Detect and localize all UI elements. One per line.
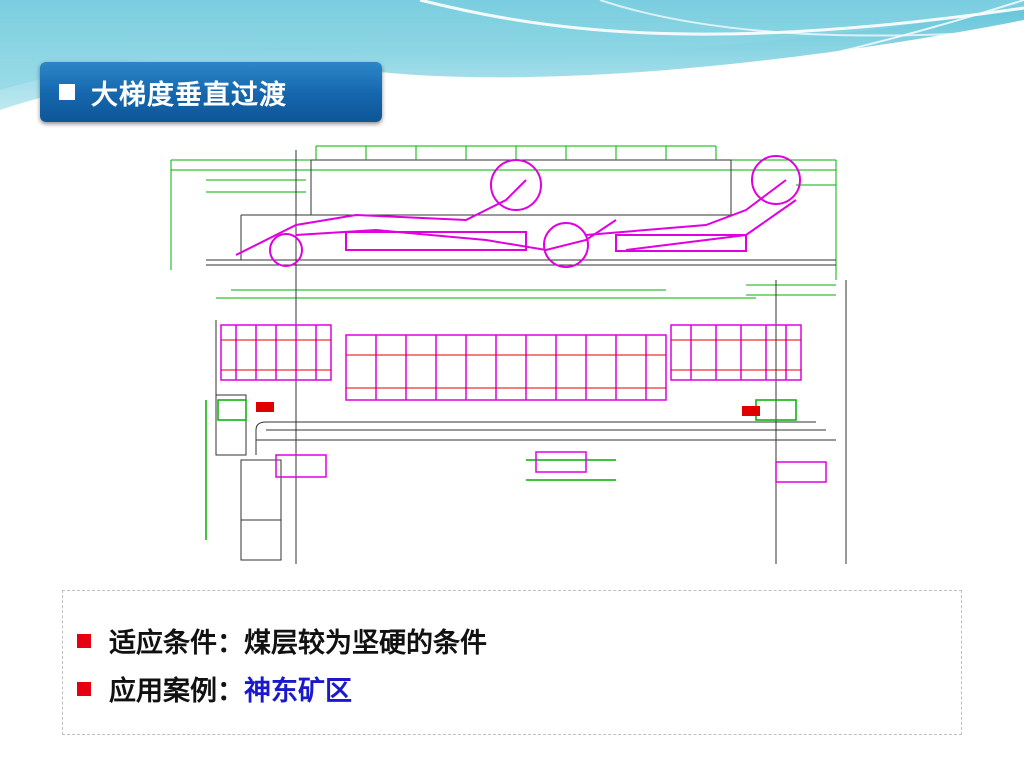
engineering-drawing bbox=[146, 140, 858, 564]
bullet-label: 应用案例： bbox=[109, 676, 244, 707]
bullet-applicable-conditions: 适应条件： 煤层较为坚硬的条件 bbox=[77, 621, 487, 660]
bullet-value-highlight: 神东矿区 bbox=[244, 676, 352, 707]
title-badge: 大梯度垂直过渡 bbox=[40, 62, 382, 122]
info-box: 适应条件： 煤层较为坚硬的条件 应用案例： 神东矿区 bbox=[62, 590, 962, 735]
bullet-square-icon bbox=[77, 633, 91, 648]
bullet-square-icon bbox=[77, 681, 91, 696]
title-square-icon bbox=[59, 84, 75, 100]
header-wave-decoration bbox=[0, 0, 1024, 110]
bullet-label: 适应条件： bbox=[109, 628, 244, 659]
bullet-value: 煤层较为坚硬的条件 bbox=[244, 628, 487, 659]
slide-title: 大梯度垂直过渡 bbox=[91, 79, 287, 111]
bullet-application-case: 应用案例： 神东矿区 bbox=[77, 669, 352, 708]
